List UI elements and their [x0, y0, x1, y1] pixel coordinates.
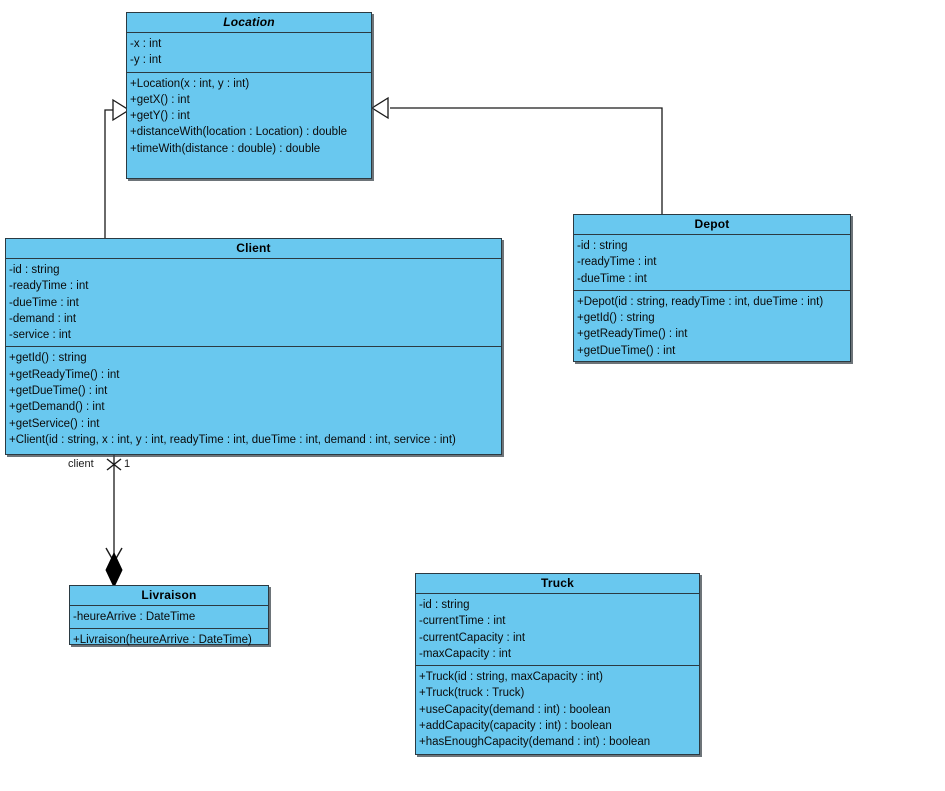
class-title-client: Client — [6, 239, 501, 259]
attribute-row: -id : string — [9, 264, 60, 276]
attribute-row: -x : int — [130, 38, 162, 50]
edge-depot-extends-location — [370, 96, 663, 214]
association-role-label-client: client — [68, 458, 94, 470]
cross-marker-icon — [106, 458, 122, 471]
operations-compartment-livraison: +Livraison(heureArrive : DateTime) — [70, 629, 268, 651]
generalization-arrowhead-icon — [370, 96, 389, 120]
attribute-row: -currentCapacity : int — [419, 631, 526, 644]
operations-compartment-location: +Location(x : int, y : int) +getX() : in… — [127, 73, 371, 160]
attribute-row: -dueTime : int — [9, 296, 79, 309]
operation-row: +getId() : string — [9, 352, 87, 365]
uml-class-truck[interactable]: Truck -id : string -currentTime : int -c… — [415, 573, 700, 755]
edge-client-composes-livraison — [105, 455, 123, 589]
attribute-row: -currentTime : int — [419, 615, 506, 628]
operations-compartment-truck: +Truck(id : string, maxCapacity : int) +… — [416, 666, 699, 753]
operation-row: +Depot(id : string, readyTime : int, due… — [577, 295, 824, 308]
operation-row: +Truck(truck : Truck) — [419, 687, 525, 700]
attributes-compartment-truck: -id : string -currentTime : int -current… — [416, 594, 699, 667]
operation-row: +getService() : int — [9, 417, 100, 430]
attribute-row: -id : string — [419, 599, 470, 611]
operation-row: +useCapacity(demand : int) : boolean — [419, 703, 611, 716]
operations-compartment-client: +getId() : string +getReadyTime() : int … — [6, 347, 501, 451]
attribute-row: -maxCapacity : int — [419, 647, 512, 660]
attribute-row: -heureArrive : DateTime — [73, 611, 196, 623]
attributes-compartment-depot: -id : string -readyTime : int -dueTime :… — [574, 235, 850, 291]
operations-compartment-depot: +Depot(id : string, readyTime : int, due… — [574, 291, 850, 362]
attributes-compartment-livraison: -heureArrive : DateTime — [70, 606, 268, 630]
attribute-row: -readyTime : int — [577, 256, 657, 269]
operation-row: +getDueTime() : int — [9, 385, 108, 398]
class-title-livraison: Livraison — [70, 586, 268, 606]
class-title-location: Location — [127, 13, 371, 33]
open-arrow-icon — [105, 547, 123, 563]
attribute-row: -readyTime : int — [9, 280, 89, 293]
operation-row: +Client(id : string, x : int, y : int, r… — [9, 433, 456, 446]
operation-row: +hasEnoughCapacity(demand : int) : boole… — [419, 736, 651, 749]
uml-class-location[interactable]: Location -x : int -y : int +Location(x :… — [126, 12, 372, 179]
class-title-depot: Depot — [574, 215, 850, 235]
uml-class-depot[interactable]: Depot -id : string -readyTime : int -due… — [573, 214, 851, 362]
uml-class-livraison[interactable]: Livraison -heureArrive : DateTime +Livra… — [69, 585, 269, 646]
composition-diamond-icon — [105, 551, 123, 589]
operation-row: +Truck(id : string, maxCapacity : int) — [419, 671, 603, 684]
operation-row: +getReadyTime() : int — [577, 328, 688, 341]
operation-row: +getDueTime() : int — [577, 344, 676, 357]
operation-row: +getReadyTime() : int — [9, 368, 120, 381]
operation-row: +getY() : int — [130, 110, 190, 123]
operation-row: +getDemand() : int — [9, 401, 105, 414]
attribute-row: -dueTime : int — [577, 272, 647, 285]
class-title-truck: Truck — [416, 574, 699, 594]
operation-row: +getX() : int — [130, 93, 190, 106]
attributes-compartment-location: -x : int -y : int — [127, 33, 371, 73]
attribute-row: -id : string — [577, 240, 628, 252]
operation-row: +addCapacity(capacity : int) : boolean — [419, 720, 612, 733]
uml-class-client[interactable]: Client -id : string -readyTime : int -du… — [5, 238, 502, 455]
operation-row: +Livraison(heureArrive : DateTime) — [73, 634, 252, 647]
attributes-compartment-client: -id : string -readyTime : int -dueTime :… — [6, 259, 501, 348]
operation-row: +getId() : string — [577, 312, 655, 325]
operation-row: +Location(x : int, y : int) — [130, 77, 250, 90]
association-multiplicity-label: 1 — [124, 458, 131, 470]
attribute-row: -demand : int — [9, 312, 77, 325]
operation-row: +timeWith(distance : double) : double — [130, 142, 321, 155]
attribute-row: -service : int — [9, 329, 71, 342]
operation-row: +distanceWith(location : Location) : dou… — [130, 126, 348, 139]
attribute-row: -y : int — [130, 54, 162, 67]
